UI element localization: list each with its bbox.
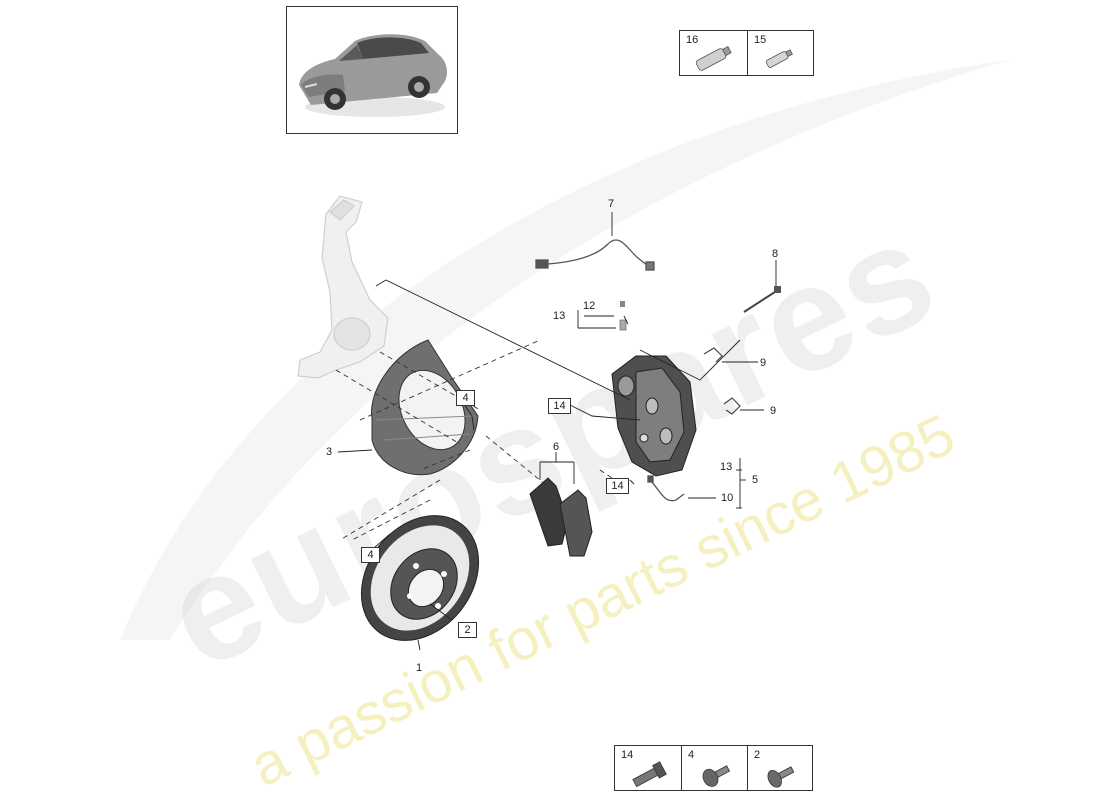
callout-9-lower[interactable]: 9 [770, 405, 777, 417]
bolt-long-icon [632, 761, 667, 788]
brake-disc[interactable] [337, 492, 503, 663]
fastener-number-14: 14 [621, 749, 634, 761]
fastener-cell-4[interactable]: 4 [681, 746, 747, 790]
callout-5[interactable]: 5 [752, 474, 759, 486]
wear-sensor-upper[interactable] [535, 239, 655, 271]
guide-pin[interactable] [743, 286, 781, 313]
accessory-cell-16[interactable]: 16 [680, 31, 747, 75]
retaining-spring-upper[interactable] [703, 347, 723, 363]
fastener-cell-2[interactable]: 2 [747, 746, 812, 790]
tube-large-icon [695, 46, 732, 71]
car-suv-icon [299, 34, 447, 117]
screw-torx-icon [702, 765, 731, 787]
fastener-table: 14 4 2 [614, 745, 813, 791]
callout-1[interactable]: 1 [416, 662, 423, 674]
callout-14-lower[interactable]: 14 [606, 478, 629, 494]
dust-shield[interactable] [371, 339, 479, 476]
callout-7[interactable]: 7 [608, 198, 615, 210]
accessory-number-15: 15 [754, 34, 767, 46]
vehicle-overview-image [286, 6, 458, 134]
fastener-number-2: 2 [754, 749, 761, 761]
tube-small-icon [765, 49, 793, 68]
callout-2[interactable]: 2 [458, 622, 477, 638]
brake-caliper[interactable] [611, 355, 697, 477]
callout-4-upper[interactable]: 4 [456, 390, 475, 406]
callout-10[interactable]: 10 [721, 492, 734, 504]
accessory-cell-15[interactable]: 15 [747, 31, 813, 75]
accessory-table: 16 15 [679, 30, 814, 76]
callout-14-upper[interactable]: 14 [548, 398, 571, 414]
retaining-spring-lower[interactable] [723, 397, 741, 415]
callout-13-right[interactable]: 13 [720, 461, 733, 473]
callout-9-upper[interactable]: 9 [760, 357, 767, 369]
leader-lines [337, 212, 777, 651]
screw-flat-icon [767, 766, 795, 788]
fastener-cell-14[interactable]: 14 [615, 746, 681, 790]
fastener-number-4: 4 [688, 749, 695, 761]
callout-4-lower[interactable]: 4 [361, 547, 380, 563]
callout-12[interactable]: 12 [583, 300, 596, 312]
brake-pads[interactable] [529, 477, 593, 557]
steering-knuckle[interactable] [297, 195, 389, 379]
wear-sensor-lower[interactable] [647, 475, 685, 502]
callout-3[interactable]: 3 [326, 446, 333, 458]
accessory-number-16: 16 [686, 34, 699, 46]
callout-6[interactable]: 6 [553, 441, 560, 453]
callout-13-upper[interactable]: 13 [553, 310, 566, 322]
bleed-cap[interactable] [619, 301, 627, 331]
assembly-guide-lines [335, 339, 613, 541]
callout-8[interactable]: 8 [772, 248, 779, 260]
